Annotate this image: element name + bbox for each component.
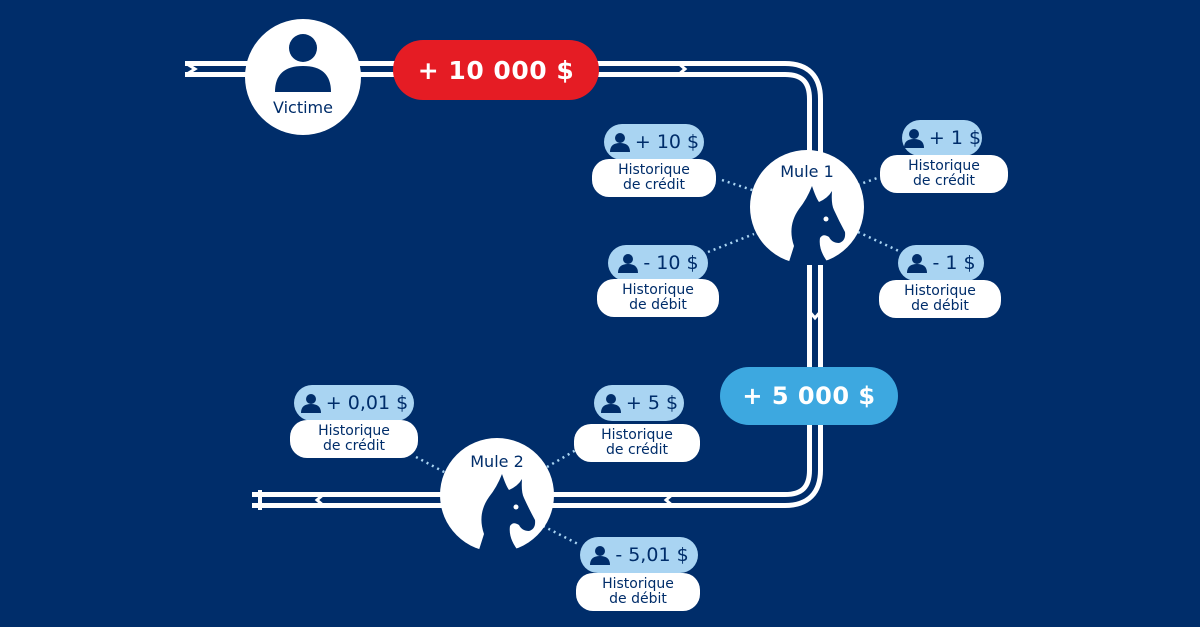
person-icon [907,254,928,273]
mule1-entry-amount: - 10 $ [608,245,708,281]
person-icon [590,546,611,565]
money-path [185,61,823,510]
mule2-label: Mule 2 [470,452,524,471]
transfer-amount-mule1: + 5 000 $ [720,367,898,425]
mule2-entry-history: Historique de crédit [290,420,418,458]
mule1-entry-history: Historique de crédit [592,159,716,197]
donkey-icon [478,474,536,553]
person-icon [903,129,924,148]
donkey-icon [788,186,846,265]
mule2-entry-history: Historique de débit [576,573,700,611]
arrow-icon [186,62,198,76]
mule1-entry-amount: + 10 $ [604,124,704,160]
mule2-entry-amount: + 0,01 $ [294,385,414,421]
mule2-node [440,438,554,553]
mule1-entry-history: Historique de débit [597,279,719,317]
person-icon [600,394,621,413]
mule1-entry-amount: + 1 $ [902,120,982,156]
person-icon [300,394,321,413]
mule2-entry-amount: + 5 $ [594,385,684,421]
victim-label: Victime [273,98,333,117]
mule2-entry-amount: - 5,01 $ [580,537,698,573]
dotted-connectors [415,175,902,547]
mule2-entry-history: Historique de crédit [574,424,700,462]
mule1-entry-history: Historique de débit [879,280,1001,318]
person-icon [618,254,639,273]
arrow-icon [677,61,688,77]
mule1-node [750,150,864,265]
person-icon [609,133,630,152]
arrow-icon [314,492,325,508]
victim-node [245,19,361,135]
arrow-icon [807,310,823,321]
flow-arrows [186,61,823,508]
mule1-entry-amount: - 1 $ [898,245,984,281]
mule1-entry-history: Historique de crédit [880,155,1008,193]
person-icon [275,34,331,92]
transfer-amount-victim: + 10 000 $ [393,40,599,100]
arrow-icon [663,492,674,508]
mule1-label: Mule 1 [780,162,834,181]
